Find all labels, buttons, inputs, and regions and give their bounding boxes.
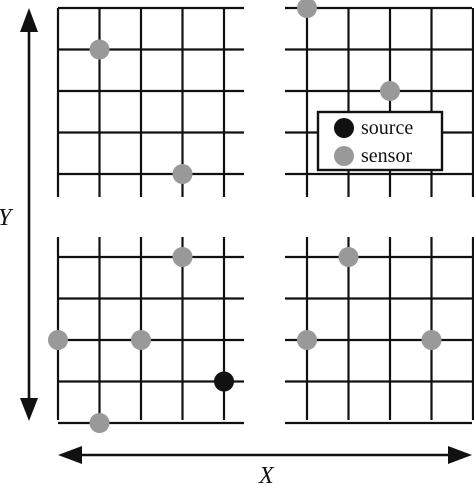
sensor-node	[131, 330, 151, 350]
legend-source-marker	[334, 118, 354, 138]
y-axis-label: Y	[0, 205, 14, 231]
node-layer	[48, 0, 442, 433]
sensor-node	[297, 0, 317, 18]
sensor-node	[89, 39, 110, 60]
sensor-node	[89, 413, 110, 433]
legend-sensor-label: sensor	[361, 145, 412, 167]
legend: source sensor	[316, 110, 444, 172]
sensor-node	[380, 81, 400, 101]
x-axis	[58, 446, 472, 464]
legend-sensor-marker	[334, 146, 354, 166]
x-axis-arrow-left	[58, 446, 82, 464]
sensor-node	[297, 330, 317, 350]
grid-block-top-left	[56, 6, 244, 197]
source-node	[214, 371, 234, 392]
sensor-node	[172, 164, 193, 184]
sensor-node	[421, 330, 442, 350]
grid-block-bottom-left	[56, 237, 244, 425]
y-axis-arrow-down	[20, 398, 38, 421]
y-axis	[20, 8, 38, 421]
grid-block-bottom-right	[285, 237, 474, 425]
sensor-node	[48, 330, 68, 350]
sensor-node	[172, 247, 193, 267]
grid-layer	[56, 6, 474, 425]
x-axis-label: X	[258, 463, 275, 485]
legend-source-label: source	[361, 117, 413, 139]
sensor-node	[338, 247, 359, 267]
y-axis-arrow-up	[20, 8, 38, 32]
x-axis-arrow-right	[448, 446, 472, 464]
